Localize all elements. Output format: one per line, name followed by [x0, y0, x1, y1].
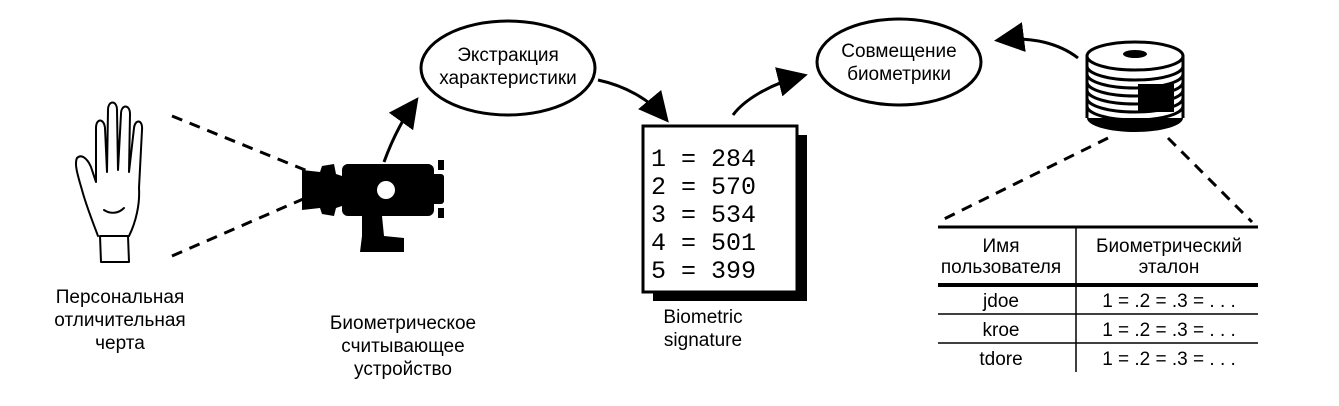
dashed-line-top: [171, 114, 311, 174]
camera-icon: [302, 160, 444, 252]
extraction-label-line2: характеристики: [439, 68, 577, 89]
signature-row: 4 = 501: [651, 229, 757, 258]
template-table-lines: [938, 225, 1258, 372]
arrow-to-matching: [731, 67, 808, 116]
table-header-template-line1: Биометрический: [1095, 236, 1243, 257]
table-header-user-line2: пользователя: [940, 257, 1062, 278]
table-header-user-line1: Имя: [982, 236, 1020, 257]
reader-caption-line2: считывающее: [341, 336, 465, 357]
table-cell-template: 1 = .2 = .3 = . . .: [1102, 349, 1236, 370]
arrow-from-database: [994, 22, 1079, 60]
signature-row: 1 = 284: [651, 145, 757, 174]
signature-caption-line2: signature: [663, 330, 743, 351]
signature-caption: Biometric signature: [640, 306, 766, 352]
signature-caption-line1: Biometric: [663, 307, 743, 328]
reader-caption-line3: устройство: [354, 359, 452, 380]
trait-caption-line3: черта: [95, 333, 145, 354]
arrow-to-extraction: [382, 97, 419, 163]
dashed-line-left: [937, 136, 1109, 224]
database-icon: [1085, 40, 1185, 132]
table-cell-user: tdore: [979, 349, 1023, 370]
dashed-line-bottom: [171, 194, 311, 258]
dashed-line-right: [1166, 136, 1254, 224]
table-cell-template: 1 = .2 = .3 = . . .: [1102, 291, 1236, 312]
table-header-user: Имя пользователя: [926, 236, 1076, 278]
arrow-to-signature: [597, 78, 669, 123]
trait-caption: Персональная отличительная черта: [20, 286, 220, 355]
reader-caption: Биометрическое считывающее устройство: [303, 312, 503, 381]
extraction-label: Экстракция характеристики: [418, 44, 598, 90]
table-header-template-line2: эталон: [1138, 257, 1200, 278]
table-cell-user: kroe: [982, 320, 1020, 341]
matching-label: Совмещение биометрики: [817, 40, 981, 86]
table-cell-template: 1 = .2 = .3 = . . .: [1102, 320, 1236, 341]
signature-card: [641, 124, 799, 294]
matching-label-line1: Совмещение: [841, 41, 957, 62]
extraction-label-line1: Экстракция: [457, 45, 559, 66]
trait-caption-line2: отличительная: [54, 310, 186, 331]
hand-icon: [74, 101, 144, 263]
signature-row: 5 = 399: [651, 257, 757, 286]
trait-caption-line1: Персональная: [55, 287, 185, 308]
matching-oval: [815, 17, 983, 107]
matching-label-line2: биометрики: [847, 64, 951, 85]
reader-caption-line1: Биометрическое: [329, 313, 477, 334]
table-cell-user: jdoe: [983, 291, 1019, 312]
table-header-template: Биометрический эталон: [1076, 236, 1262, 278]
signature-row: 2 = 570: [651, 173, 757, 202]
extraction-oval: [419, 19, 597, 117]
signature-row: 3 = 534: [651, 201, 757, 230]
